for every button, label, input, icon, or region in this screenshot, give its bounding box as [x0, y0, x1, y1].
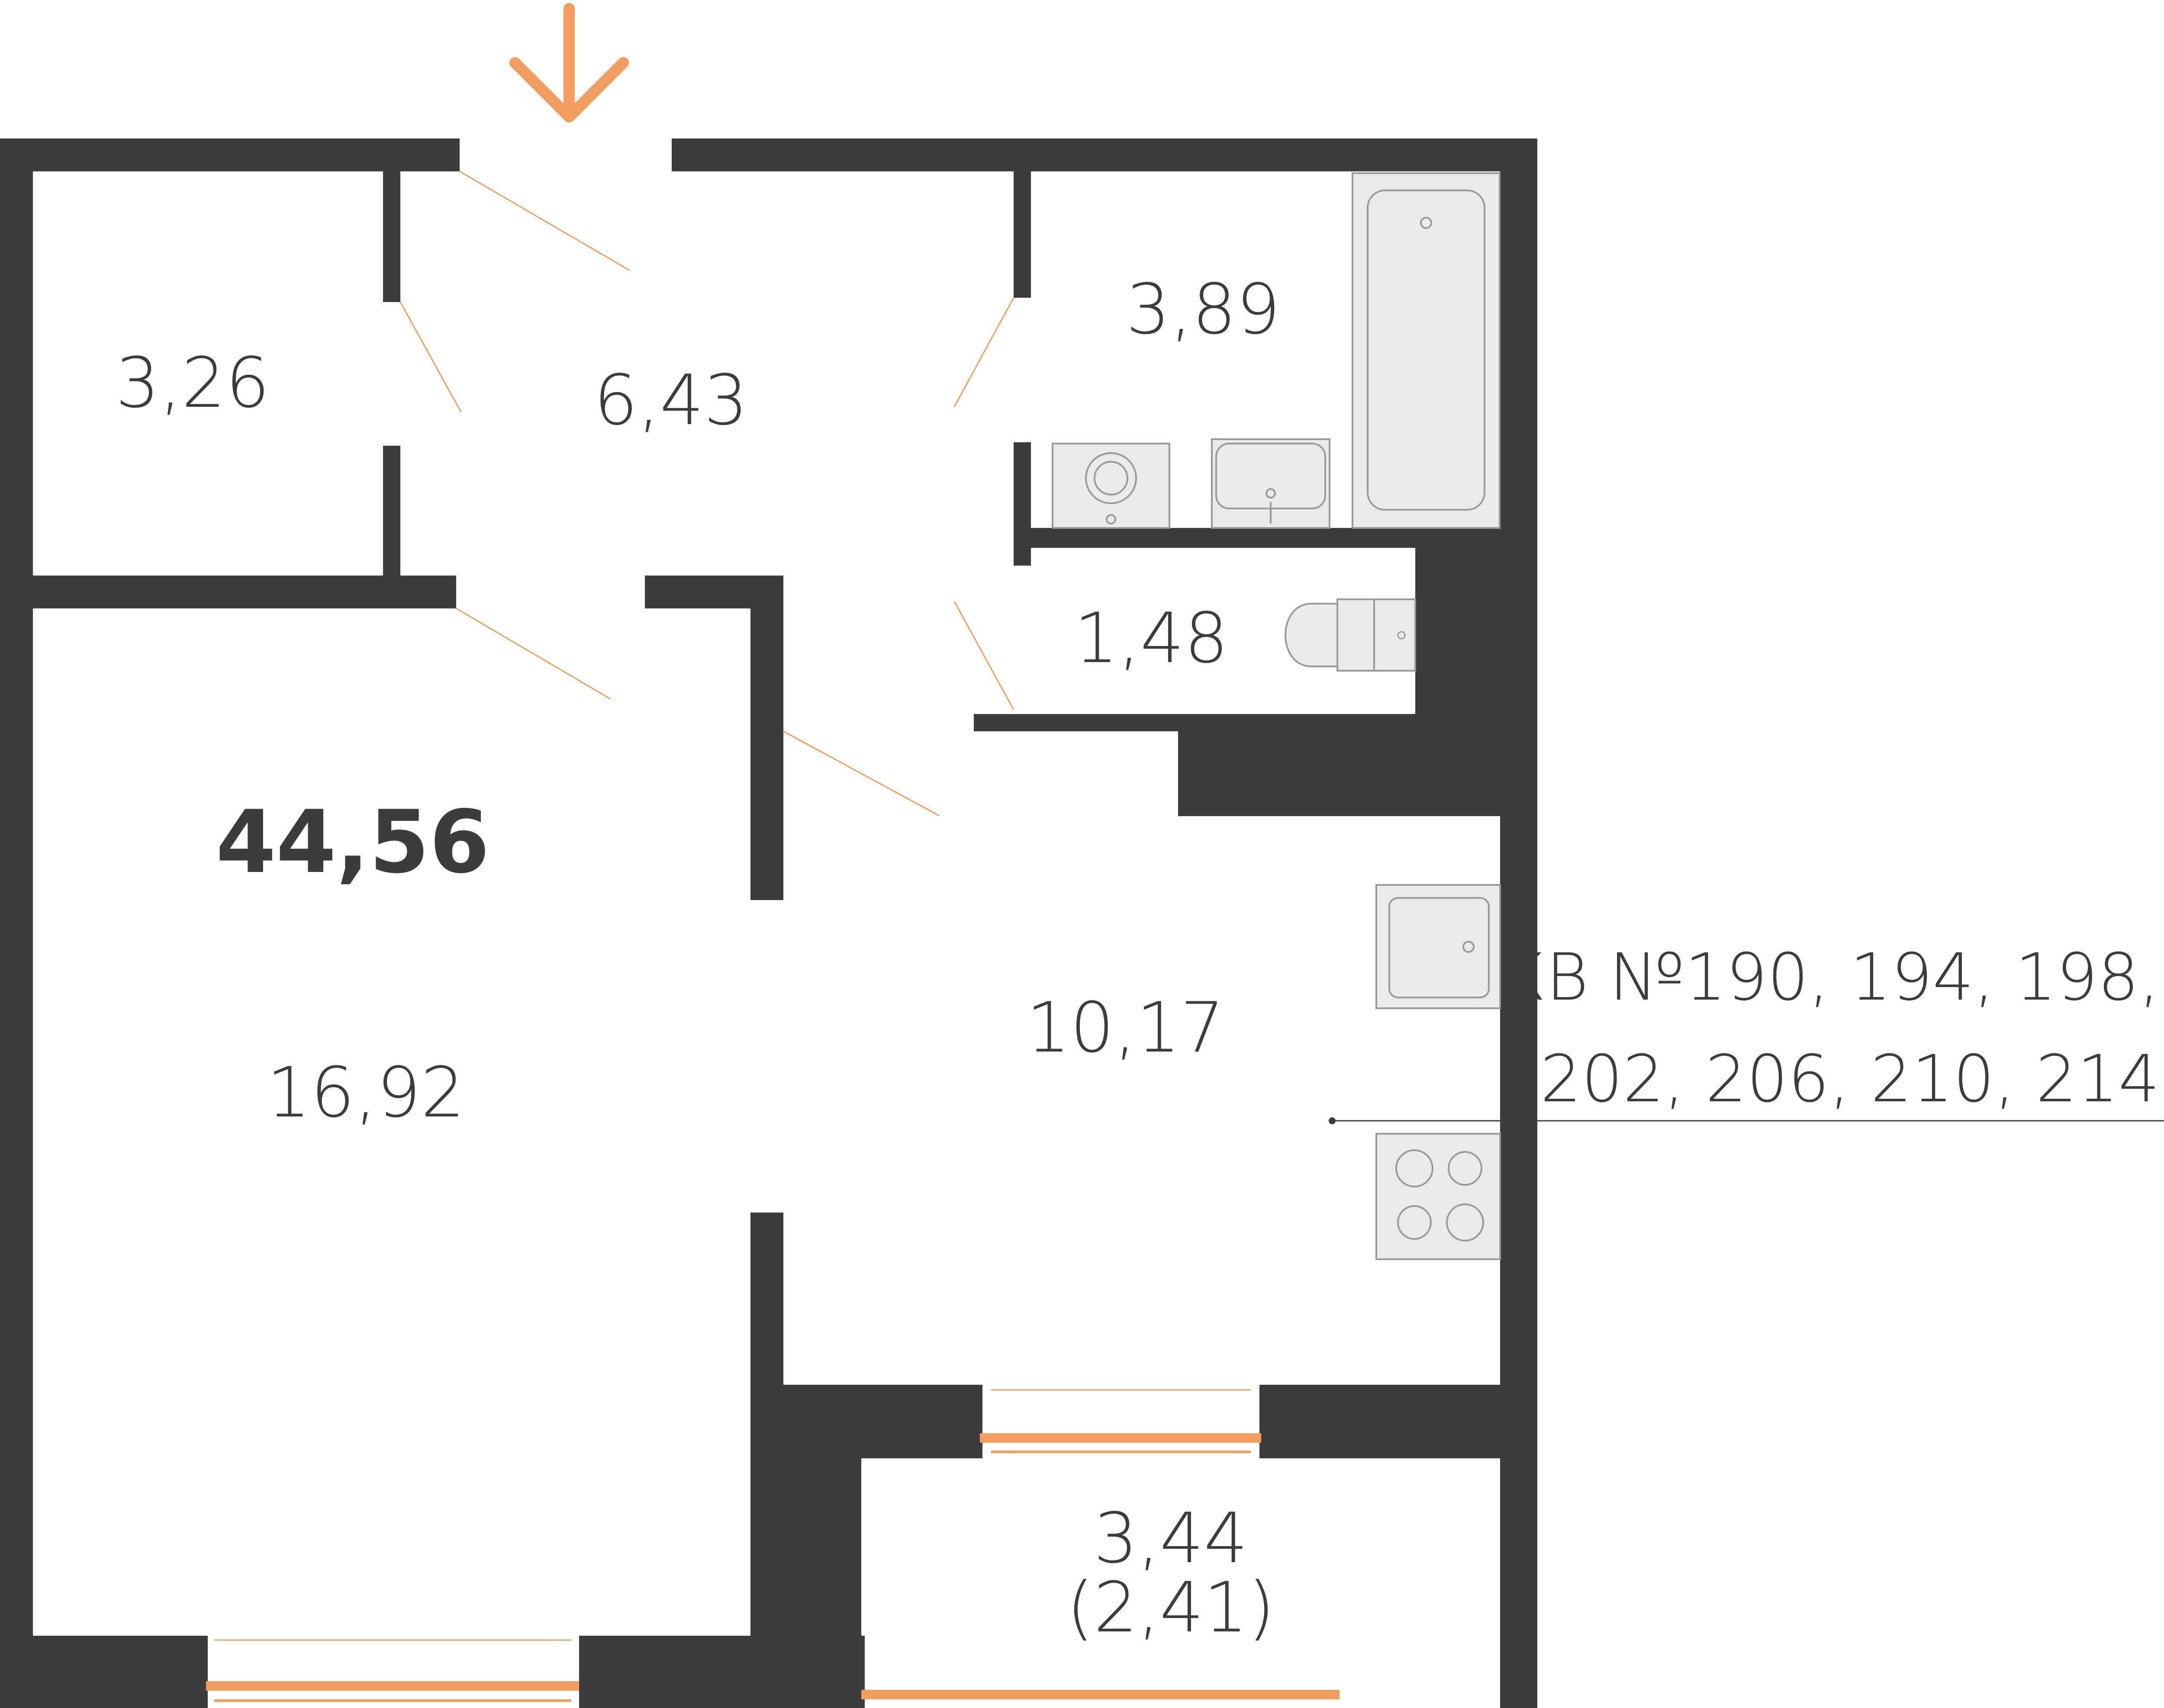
door-swings: [399, 170, 1014, 817]
room-area-storage: 3,26: [116, 342, 270, 423]
room-area-balcony-reduced: (2,41): [1066, 1567, 1275, 1648]
room-area-bathroom: 3,89: [1126, 269, 1280, 350]
room-area-living-room: 16,92: [267, 1052, 465, 1133]
bathtub-icon: [1352, 172, 1501, 529]
entrance-door: [459, 170, 630, 271]
living-room-door: [456, 608, 611, 700]
total-area: 44,56: [216, 792, 490, 893]
stove-icon: [1375, 1133, 1501, 1260]
apartment-numbers-line-1: КВ №190, 194, 198,: [1502, 940, 2160, 1015]
room-area-kitchen: 10,17: [1026, 987, 1224, 1068]
kitchen-door: [783, 730, 940, 817]
storage-door: [399, 302, 462, 412]
room-area-balcony: 3,44: [1094, 1498, 1248, 1579]
leader-line: [1329, 1117, 2164, 1124]
toilet-door: [953, 601, 1014, 710]
washing-machine-icon: [1052, 443, 1170, 529]
apartment-numbers-line-2: 202, 206, 210, 214: [1540, 1042, 2160, 1117]
arrow-down-icon: [509, 3, 629, 122]
sink-icon: [1211, 438, 1330, 529]
walls: [0, 138, 1537, 1708]
room-area-toilet: 1,48: [1074, 598, 1228, 679]
toilet-icon: [1285, 598, 1416, 672]
bathroom-door: [953, 297, 1014, 407]
room-area-hallway: 6,43: [594, 360, 748, 441]
windows: [206, 1385, 1340, 1708]
kitchen-sink-icon: [1375, 884, 1501, 1009]
